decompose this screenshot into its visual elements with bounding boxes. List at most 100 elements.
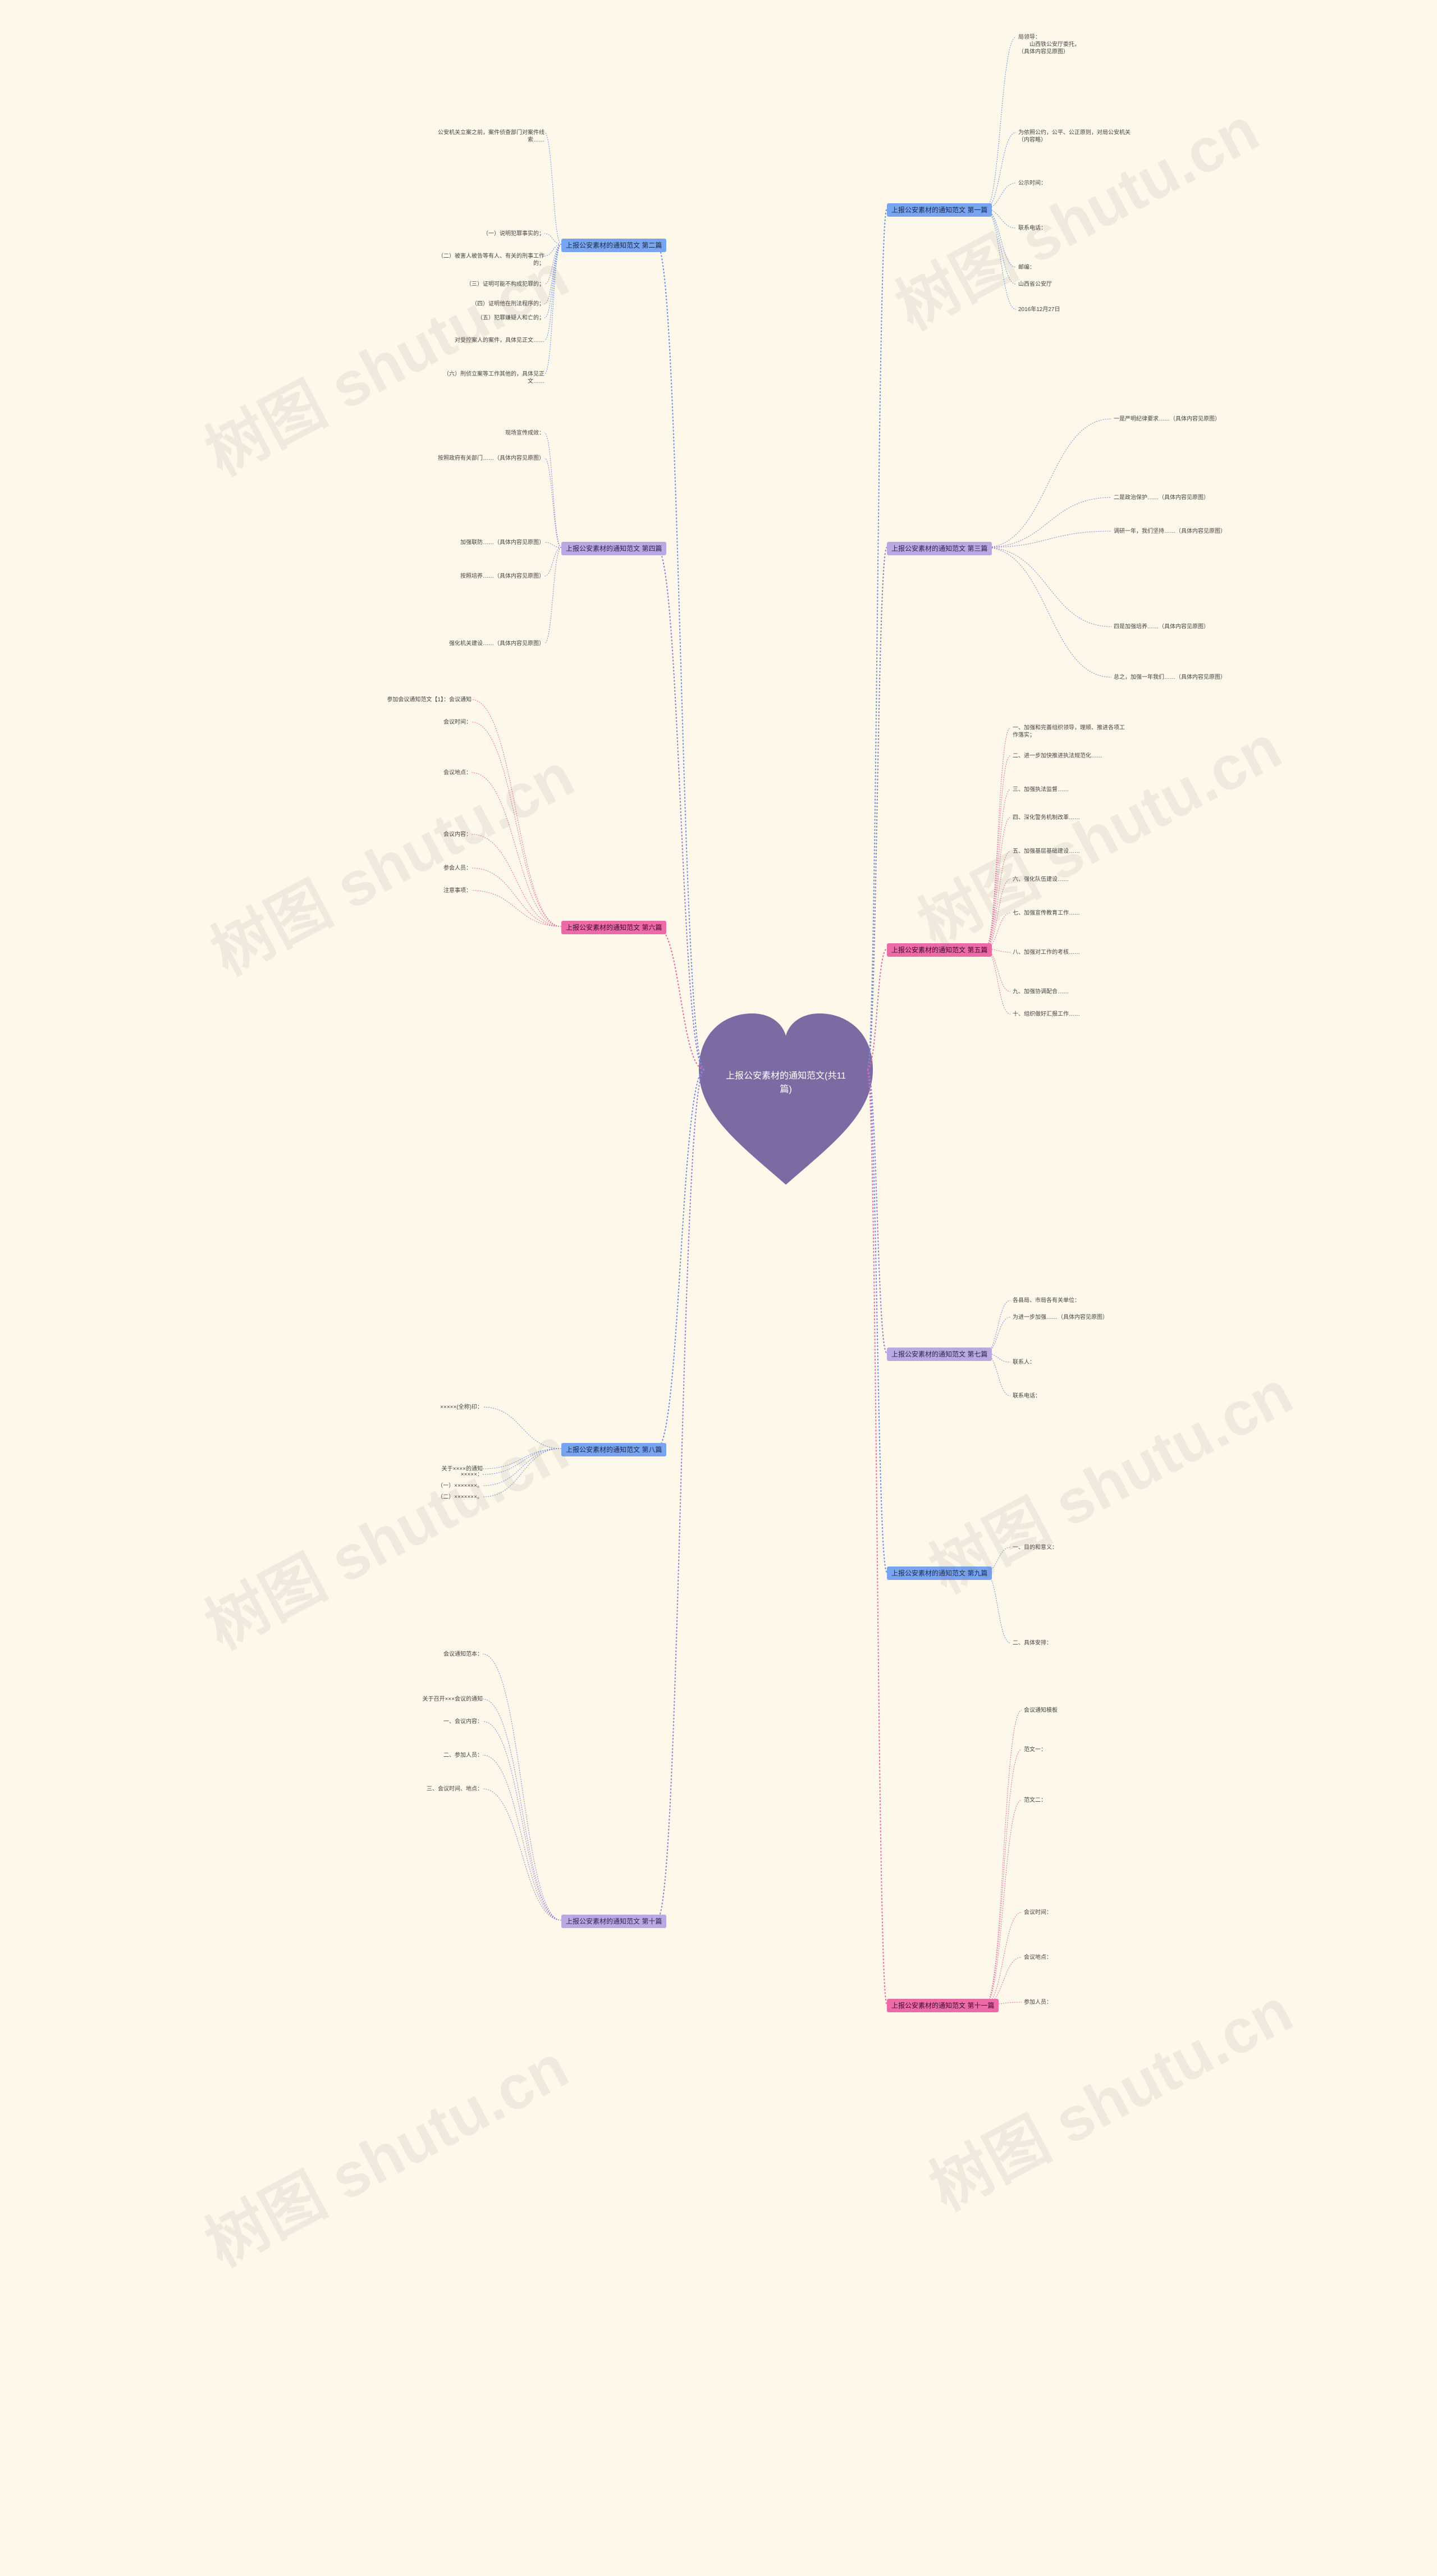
leaf-node[interactable]: 二是政治保护……（具体内容见原图） (1114, 495, 1209, 501)
leaf-connector (544, 233, 562, 245)
leaf-node[interactable]: 各县局、市局各有关单位： (1013, 1298, 1080, 1304)
leaf-node[interactable]: ×××××： (460, 1472, 483, 1478)
leaf-node[interactable]: 一、加强和完善组织领导，理顺、推进各项工作落实； (1013, 725, 1125, 738)
leaf-node[interactable]: （一）说明犯罪事实的； (483, 231, 544, 237)
leaf-node[interactable]: 按照政府有关部门……（具体内容见原图） (438, 455, 544, 462)
leaf-node[interactable]: 四、深化警务机制改革…… (1013, 815, 1080, 821)
leaf-connector (544, 132, 562, 245)
leaf-node[interactable]: 总之，加强一年我们……（具体内容见原图） (1114, 674, 1226, 680)
leaf-node[interactable]: 八、加强对工作的考核…… (1013, 949, 1080, 956)
leaf-connector (471, 890, 562, 927)
branch-topic-10[interactable]: 上报公安素材的通知范文 第十篇 (561, 1915, 667, 1928)
leaf-node[interactable]: 加强联防……（具体内容见原图） (460, 540, 544, 546)
leaf-node[interactable]: 六、强化队伍建设…… (1013, 876, 1069, 883)
leaf-node[interactable]: 2016年12月27日 (1018, 307, 1060, 313)
leaf-node[interactable]: （三）证明可能不构成犯罪的； (466, 281, 544, 287)
leaf-node[interactable]: 强化机关建设……（具体内容见原图） (449, 641, 544, 647)
leaf-node[interactable]: 二、具体安排： (1013, 1640, 1052, 1646)
leaf-node[interactable]: 四是加强培养……（具体内容见原图） (1114, 624, 1209, 630)
leaf-connector (482, 1448, 562, 1469)
leaf-node[interactable]: 范文一： (1024, 1747, 1046, 1753)
leaf-node[interactable]: 会议时间： (1024, 1910, 1052, 1916)
leaf-node[interactable]: 一、会议内容： (443, 1719, 483, 1725)
leaf-node[interactable]: 会议时间： (443, 719, 472, 725)
leaf-node[interactable]: 山西省公安厅 (1018, 281, 1052, 287)
leaf-node[interactable]: 三、加强执法监督…… (1013, 787, 1069, 793)
branch-topic-9[interactable]: 上报公安素材的通知范文 第九篇 (887, 1566, 992, 1580)
leaf-connector (985, 1353, 1011, 1396)
leaf-node[interactable]: 九、加强协调配合…… (1013, 989, 1069, 995)
leaf-node[interactable]: 范文二： (1024, 1797, 1046, 1803)
leaf-connector (471, 721, 562, 927)
leaf-connector (985, 1317, 1011, 1354)
branch-topic-4[interactable]: 上报公安素材的通知范文 第四篇 (561, 542, 667, 555)
leaf-node[interactable]: 一、目的和意义： (1013, 1545, 1058, 1551)
branch-topic-5[interactable]: 上报公安素材的通知范文 第五篇 (887, 943, 992, 957)
leaf-node[interactable]: （五）犯罪嫌疑人和亡的； (477, 315, 544, 321)
leaf-node[interactable]: （六）刑侦立案等工作其他的，具体见正文…… (443, 371, 544, 385)
leaf-node[interactable]: 七、加强宣传教育工作…… (1013, 910, 1080, 916)
leaf-node[interactable]: 一是严明纪律要求……（具体内容见原图） (1114, 416, 1220, 422)
leaf-node[interactable]: 会议地点： (443, 770, 472, 776)
leaf-connector (985, 497, 1112, 548)
leaf-node[interactable]: 关于召开×××会议的通知 (422, 1696, 483, 1702)
leaf-connector (985, 36, 1017, 209)
leaf-connector (471, 699, 562, 927)
branch-topic-1[interactable]: 上报公安素材的通知范文 第一篇 (887, 203, 992, 217)
leaf-node[interactable]: 联系电话： (1018, 225, 1046, 231)
leaf-node[interactable]: ×××××(全称)印： (440, 1404, 483, 1410)
leaf-node[interactable]: 局领导： 山西铁公安厅委托， （具体内容见原图） (1018, 34, 1080, 55)
leaf-node[interactable]: 参会人员： (443, 865, 472, 871)
leaf-node[interactable]: 会议内容： (443, 832, 472, 838)
leaf-node[interactable]: 二、参加人员： (443, 1752, 483, 1759)
branch-connector (656, 244, 705, 1070)
leaf-node[interactable]: 十、组织做好汇报工作…… (1013, 1011, 1080, 1017)
branch-topic-8[interactable]: 上报公安素材的通知范文 第八篇 (561, 1443, 667, 1456)
leaf-node[interactable]: 联系电话： (1013, 1393, 1041, 1399)
leaf-node[interactable]: 为进一步加强……（具体内容见原图） (1013, 1314, 1108, 1321)
leaf-node[interactable]: 二、进一步加快推进执法规范化…… (1013, 753, 1102, 759)
leaf-node[interactable]: 联系人： (1013, 1359, 1035, 1365)
leaf-connector (544, 458, 562, 548)
leaf-node[interactable]: 现场宣传成效： (505, 430, 544, 436)
leaf-node[interactable]: 注意事项： (443, 888, 472, 894)
leaf-node[interactable]: 为依照公约，公平、公正原则，对局公安机关 （内容略） (1018, 130, 1131, 143)
leaf-connector (544, 542, 562, 548)
leaf-connector (985, 2002, 1022, 2005)
leaf-node[interactable]: 五、加强基层基础建设…… (1013, 848, 1080, 855)
leaf-connector (544, 244, 562, 341)
branch-connector (656, 926, 705, 1070)
leaf-node[interactable]: （二）×××××××。 (437, 1494, 483, 1500)
leaf-node[interactable]: 会议通知范本： (443, 1651, 483, 1657)
leaf-node[interactable]: 参加人员： (1024, 1999, 1052, 2006)
leaf-node[interactable]: 调研一年，我们坚持……（具体内容见原图） (1114, 528, 1226, 535)
leaf-node[interactable]: 邮编： (1018, 264, 1035, 271)
leaf-connector (985, 948, 1011, 1015)
leaf-node[interactable]: （一）×××××××。 (437, 1483, 483, 1489)
branch-topic-11[interactable]: 上报公安素材的通知范文 第十一篇 (887, 1999, 999, 2012)
leaf-node[interactable]: 按照培养……（具体内容见原图） (460, 573, 544, 579)
leaf-node[interactable]: 会议地点： (1024, 1954, 1052, 1961)
leaf-node[interactable]: 三、会议时间、地点： (427, 1786, 483, 1792)
branch-topic-2[interactable]: 上报公安素材的通知范文 第二篇 (561, 239, 667, 252)
leaf-node[interactable]: 公安机关立案之前，案件侦查部门对案件线索…… (438, 130, 544, 143)
leaf-node[interactable]: 公示时间： (1018, 180, 1046, 186)
leaf-node[interactable]: 会议通知模板 (1024, 1707, 1058, 1714)
leaf-node[interactable]: （二）被害人被告等有人、有关的刑事工作的； (438, 253, 544, 267)
leaf-connector (471, 867, 562, 927)
leaf-connector (482, 1448, 562, 1486)
leaf-connector (482, 1721, 562, 1921)
leaf-connector (985, 547, 1112, 678)
branch-topic-7[interactable]: 上报公安素材的通知范文 第七篇 (887, 1348, 992, 1361)
leaf-node[interactable]: （四）证明他在刑法程序的； (472, 301, 544, 307)
branch-topic-3[interactable]: 上报公安素材的通知范文 第三篇 (887, 542, 992, 555)
leaf-node[interactable]: 关于××××的通知 (441, 1466, 483, 1472)
branch-topic-6[interactable]: 上报公安素材的通知范文 第六篇 (561, 921, 667, 934)
leaf-node[interactable]: 参加会议通知范文【1】：会议通知 (387, 697, 472, 703)
leaf-connector (482, 1755, 562, 1921)
branch-connector (867, 547, 887, 1070)
leaf-connector (985, 1912, 1022, 2005)
leaf-node[interactable]: 对受控案人的案件，具体见正文…… (455, 337, 544, 344)
branch-connector (867, 208, 887, 1070)
central-topic[interactable]: 上报公安素材的通知范文(共11篇) (726, 1071, 846, 1094)
